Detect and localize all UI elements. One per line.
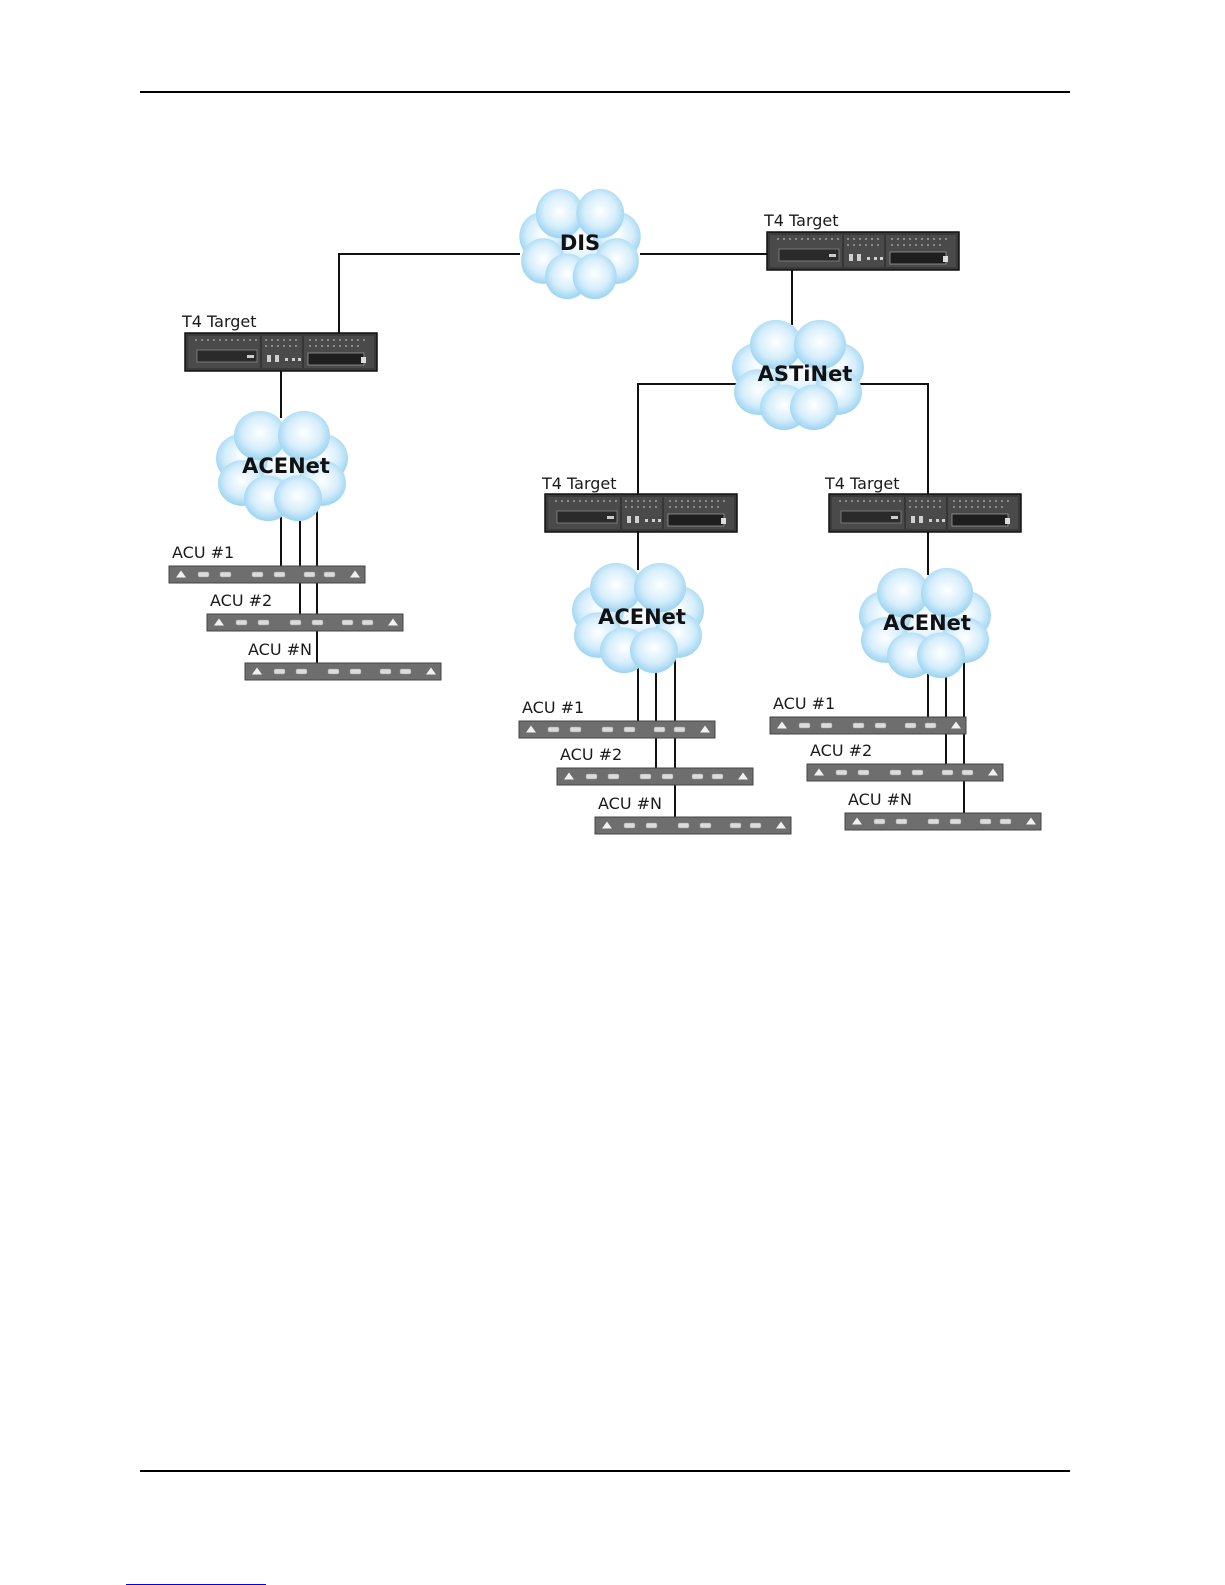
acu-bar-right-2 [807, 764, 1003, 781]
server-left [185, 333, 377, 371]
acu-label-right-3: ACU #N [848, 790, 912, 809]
acu-label-left-2: ACU #2 [210, 591, 272, 610]
cloud-acenet-right-label: ACENet [883, 611, 971, 635]
acu-bar-mid-3 [595, 817, 791, 834]
acu-label-right-2: ACU #2 [810, 741, 872, 760]
acu-label-right-1: ACU #1 [773, 694, 835, 713]
acu-label-left-3: ACU #N [248, 640, 312, 659]
server-right [829, 494, 1021, 532]
cloud-astinet-label: ASTiNet [758, 362, 853, 386]
server-top-label: T4 Target [763, 211, 839, 230]
acu-label-left-1: ACU #1 [172, 543, 234, 562]
acu-label-mid-3: ACU #N [598, 794, 662, 813]
acu-bar-left-1 [169, 566, 365, 583]
cloud-dis-label: DIS [560, 231, 600, 255]
server-right-label: T4 Target [824, 474, 900, 493]
acu-bar-mid-2 [557, 768, 753, 785]
cloud-acenet-mid-label: ACENet [598, 605, 686, 629]
server-left-label: T4 Target [181, 312, 257, 331]
server-top [767, 232, 959, 270]
acu-bar-mid-1 [519, 721, 715, 738]
acu-bar-left-3 [245, 663, 441, 680]
server-mid [545, 494, 737, 532]
server-mid-label: T4 Target [541, 474, 617, 493]
acu-label-mid-2: ACU #2 [560, 745, 622, 764]
cloud-acenet-left-label: ACENet [242, 454, 330, 478]
acu-bar-right-1 [770, 717, 966, 734]
acu-bar-right-3 [845, 813, 1041, 830]
acu-bar-left-2 [207, 614, 403, 631]
acu-label-mid-1: ACU #1 [522, 698, 584, 717]
